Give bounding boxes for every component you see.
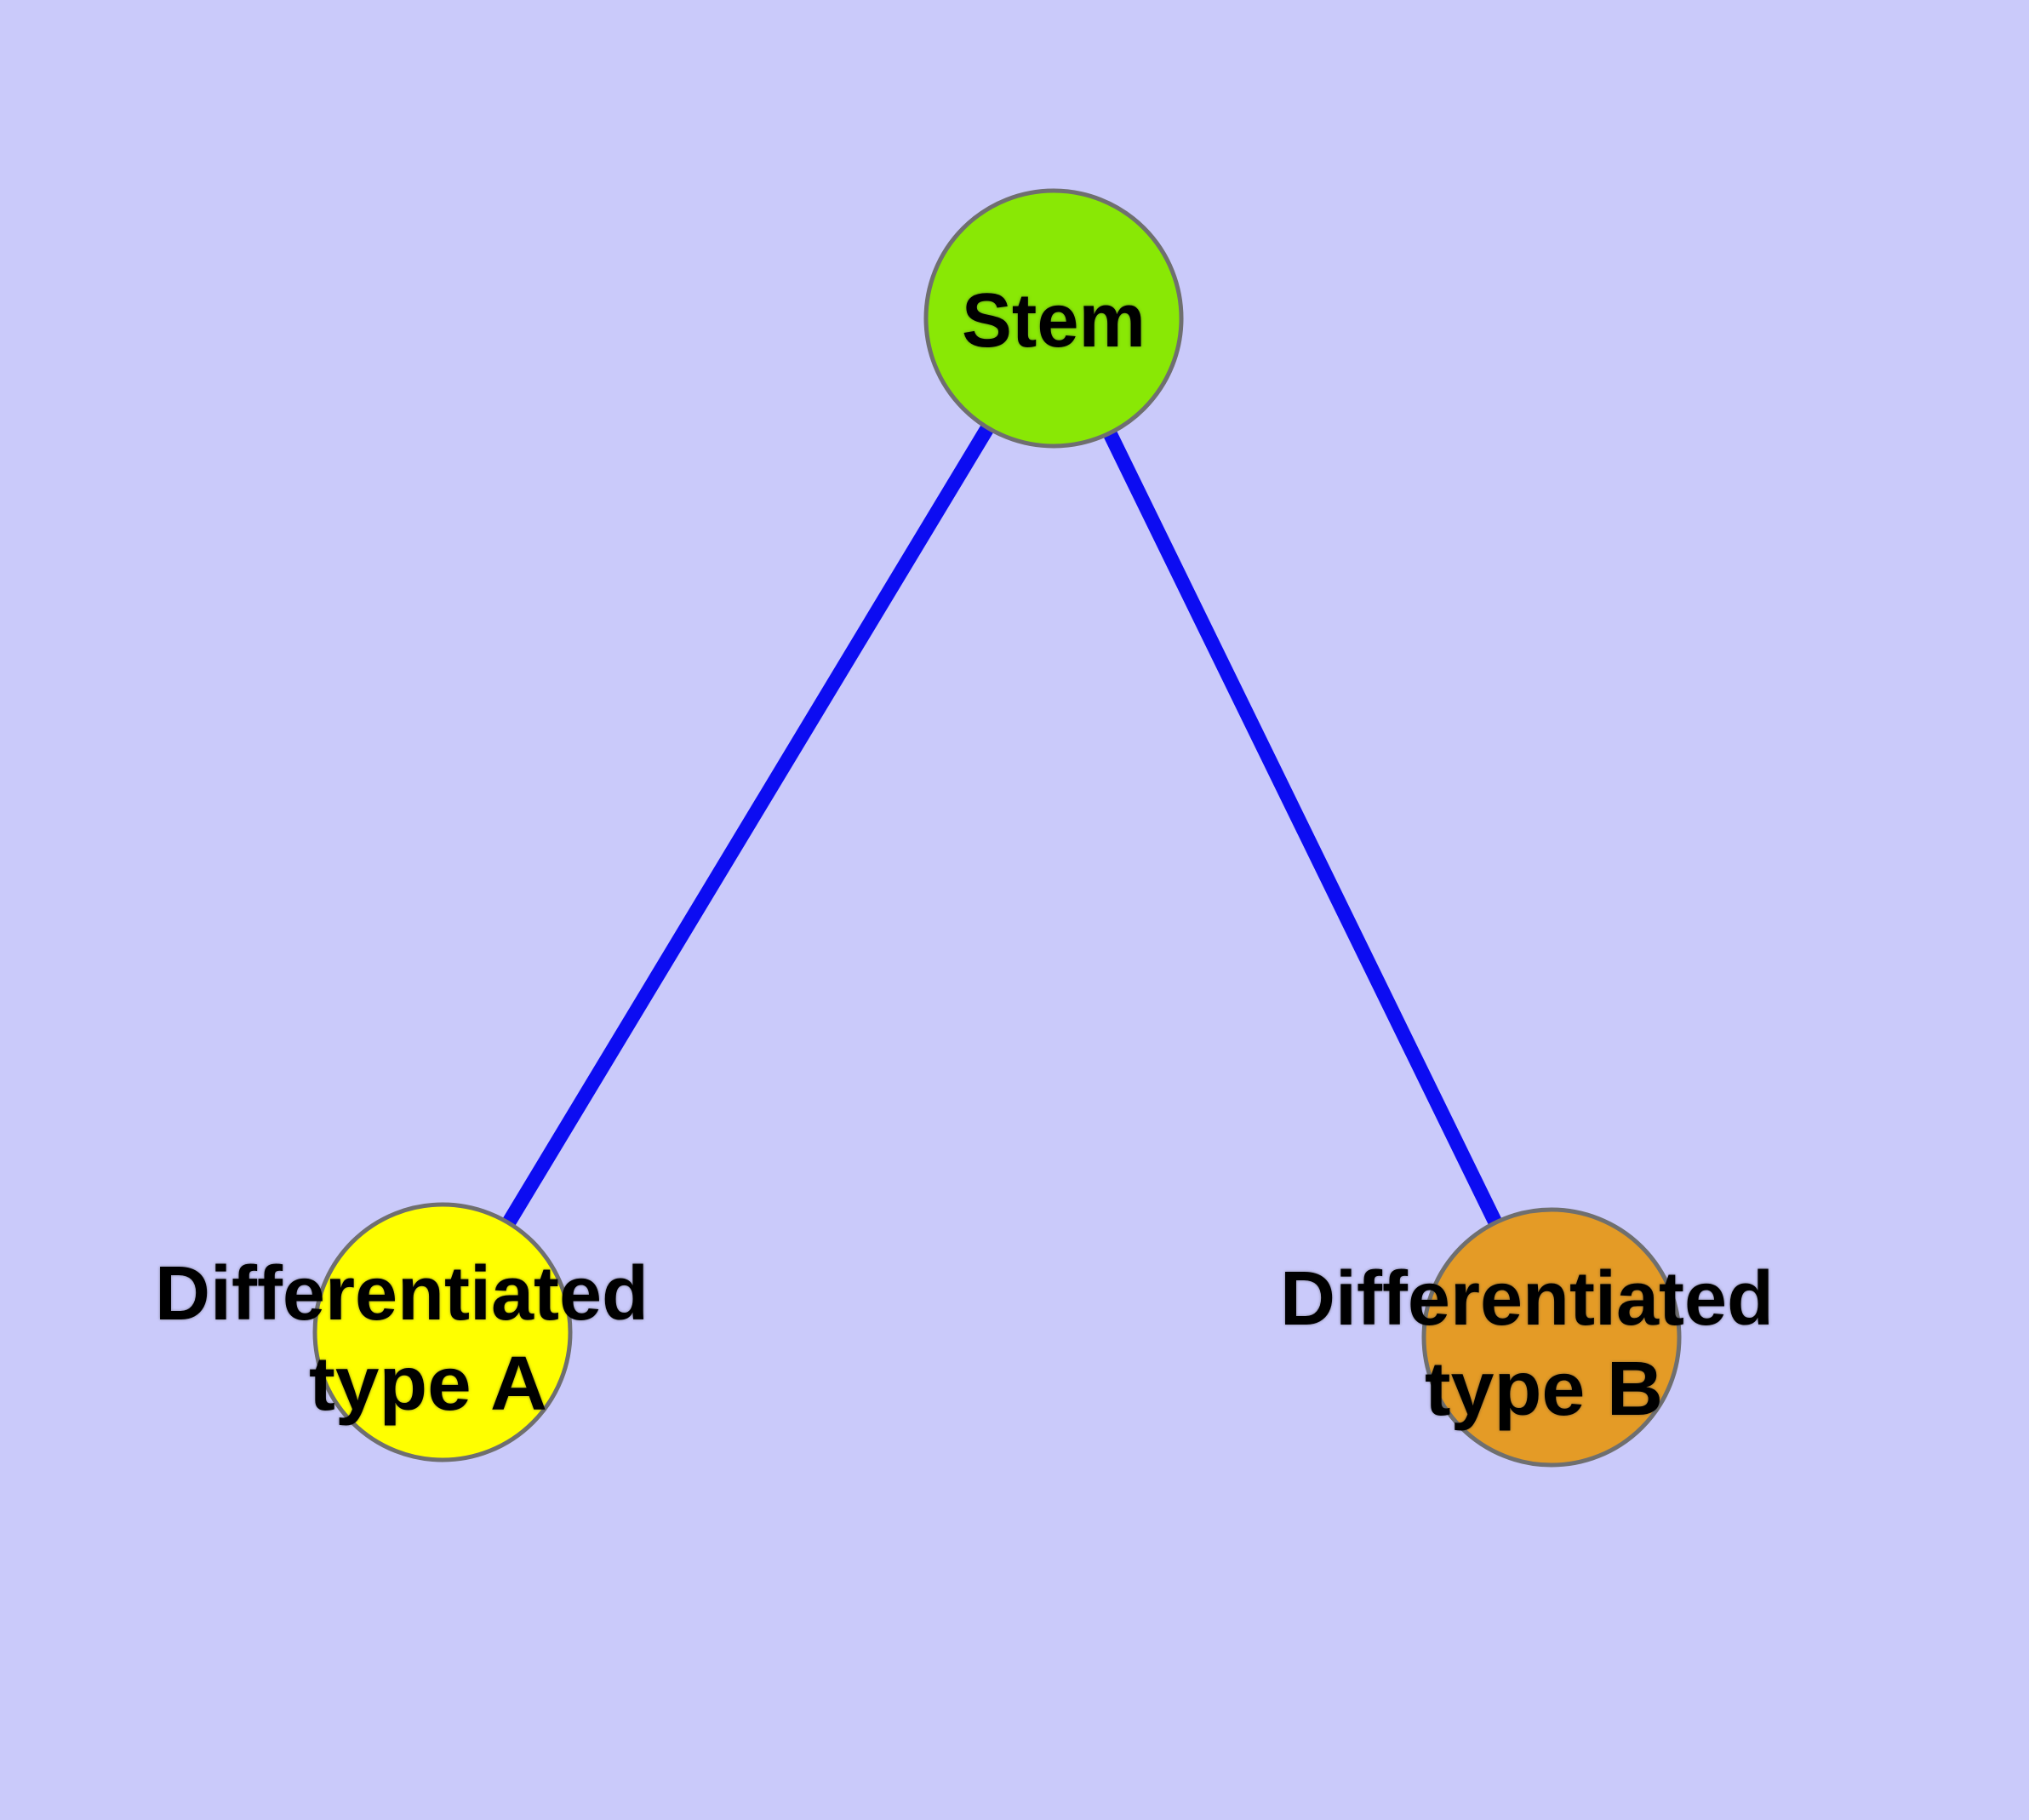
graph-node-stem: Stem [923, 188, 1184, 449]
graph-edge-stem-differentiated-type-b [1047, 315, 1558, 1341]
node-circle-stem [923, 188, 1184, 449]
node-circle-differentiated-type-a [312, 1202, 573, 1462]
node-circle-differentiated-type-b [1421, 1207, 1682, 1468]
node-label-stem-line1: Stem [962, 278, 1146, 363]
graph-edge-stem-differentiated-type-a [436, 314, 1060, 1336]
node-label-differentiated-type-a-line2: type A [309, 1342, 547, 1427]
node-label-differentiated-type-b-line2: type B [1425, 1347, 1663, 1432]
edges-layer [436, 314, 1558, 1341]
node-label-differentiated-type-a-line1: Differentiated [155, 1251, 649, 1336]
node-label-differentiated-type-b-line1: Differentiated [1280, 1256, 1774, 1342]
